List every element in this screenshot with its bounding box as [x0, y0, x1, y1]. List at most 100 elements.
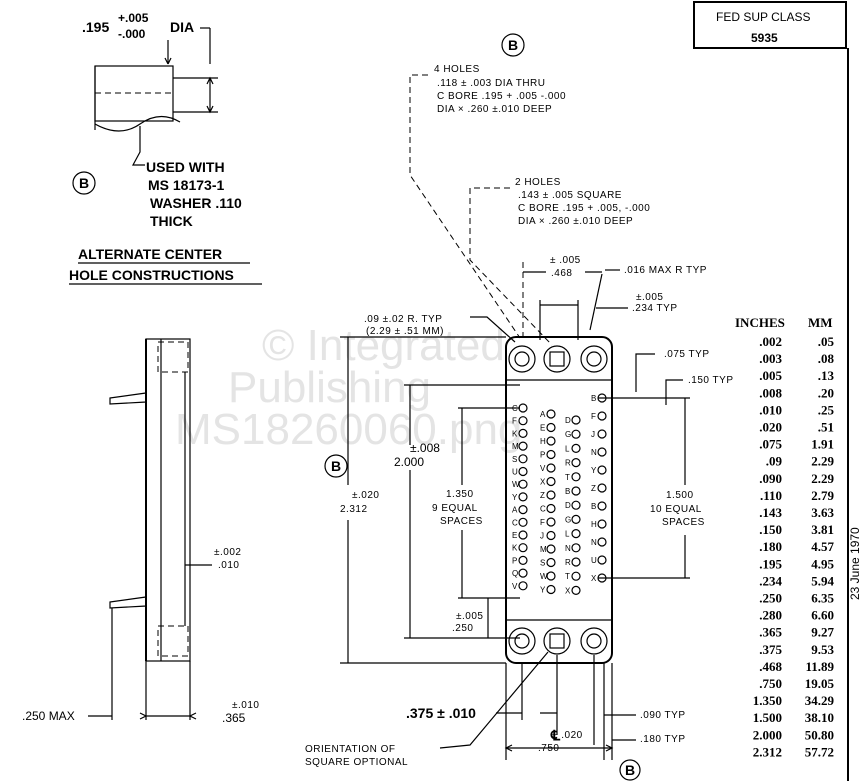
conversion-table: INCHES MM .002.05.003.08.005.13.008.20.0… [735, 315, 835, 759]
alt-hole-detail: .195 +.005 -.000 DIA B USED WITH MS 1817… [69, 11, 262, 285]
left-dimensions: 1.350 9 EQUAL SPACES ±.008 2.000 B ±.020… [324, 336, 520, 664]
conv-mm-3: .20 [818, 385, 834, 400]
pin-left-8 [518, 505, 528, 515]
pin-label-mid2-6: D [565, 501, 571, 510]
pin-label-mid-10: M [540, 545, 547, 554]
pin-label-mid2-2: L [565, 444, 570, 453]
pin-label-mid-11: S [540, 559, 545, 568]
pin-label-left-10: E [512, 531, 517, 540]
two-holes-2: .143 ± .005 SQUARE [518, 190, 622, 201]
conv-mm-23: 50.80 [805, 727, 834, 742]
conv-inches-2: .005 [759, 368, 782, 383]
dim-1350-a: 9 EQUAL [432, 503, 478, 514]
alt-tol-minus: -.000 [118, 27, 146, 41]
pin-label-right-9: U [591, 556, 597, 565]
side-365: .365 [222, 711, 246, 725]
conv-header-mm: MM [808, 315, 833, 330]
bottom-marker: B [625, 762, 635, 778]
pin-label-mid2-7: G [565, 515, 571, 524]
pin-label-mid-9: J [540, 532, 544, 541]
pin-label-mid-0: A [540, 410, 546, 419]
pin-label-left-13: Q [512, 569, 518, 578]
alt-note-4: THICK [150, 213, 193, 229]
pin-label-left-3: M [512, 442, 519, 451]
pin-right-6 [597, 501, 607, 511]
dim-2312: 2.312 [340, 504, 368, 515]
left-marker: B [331, 458, 341, 474]
pin-mid-5 [546, 476, 556, 487]
pin-mid2-9 [571, 543, 581, 553]
conv-inches-8: .090 [759, 471, 782, 486]
alt-marker-circle [72, 171, 96, 195]
dim-750: .750 [538, 743, 559, 754]
conv-inches-1: .003 [759, 351, 782, 366]
pin-label-right-10: X [591, 574, 597, 583]
conv-mm-18: 9.53 [811, 642, 834, 657]
dim-2000: 2.000 [394, 455, 424, 469]
pin-mid-12 [546, 571, 556, 581]
conv-inches-6: .075 [759, 437, 782, 452]
bottom-hole-left [508, 627, 536, 655]
pin-label-mid2-3: R [565, 459, 571, 468]
conv-inches-11: .150 [759, 522, 782, 537]
pin-left-1 [518, 416, 528, 426]
conv-inches-24: 2.312 [753, 744, 782, 759]
conv-inches-4: .010 [759, 402, 782, 417]
pin-right-3 [597, 447, 607, 457]
pin-mid2-10 [571, 557, 581, 567]
pin-label-mid-8: F [540, 518, 545, 527]
bottom-marker-circle [619, 759, 641, 781]
dim-468-tol: ± .005 [550, 255, 581, 266]
orient-2: SQUARE OPTIONAL [305, 757, 408, 768]
pin-label-right-7: H [591, 520, 597, 529]
conv-mm-8: 2.29 [811, 471, 834, 486]
watermark-line2: Publishing [228, 363, 431, 412]
two-holes-4: DIA × .260 ±.010 DEEP [518, 216, 633, 227]
pin-label-right-2: J [591, 430, 595, 439]
pin-right-7 [597, 519, 607, 529]
dim-234: .234 TYP [632, 303, 678, 314]
pin-left-2 [518, 428, 528, 438]
pin-mid-1 [546, 422, 556, 433]
pin-left-4 [518, 454, 528, 464]
conv-mm-21: 34.29 [805, 693, 835, 708]
two-holes-1: 2 HOLES [515, 177, 561, 188]
top-marker: B [508, 37, 518, 53]
four-holes-3: C BORE .195 + .005 -.000 [437, 91, 566, 102]
pin-label-mid-13: Y [540, 586, 546, 595]
connector-front-view: CFKMSUWYACEKPQVAEHPVXZCFJMSWYDGLRTBDGLNR… [505, 336, 613, 664]
pin-label-left-5: U [512, 468, 518, 477]
conv-mm-4: .25 [818, 402, 835, 417]
pin-mid2-1 [571, 429, 581, 439]
conv-inches-10: .143 [759, 505, 782, 520]
bottom-hole-right [580, 627, 608, 655]
pin-label-left-6: W [512, 480, 520, 489]
conv-mm-17: 9.27 [811, 625, 834, 640]
pin-label-left-8: A [512, 506, 518, 515]
conv-mm-14: 5.94 [811, 573, 834, 588]
side-365-tol: ±.010 [232, 700, 259, 711]
dim-1500: 1.500 [666, 490, 694, 501]
pin-label-left-4: S [512, 455, 517, 464]
conv-inches-0: .002 [759, 334, 782, 349]
dim-r09: .09 ±.02 R. TYP [364, 314, 442, 325]
pin-mid-7 [546, 503, 556, 514]
bottom-dimensions: .375 ± .010 ℄ .090 TYP .180 TYP ± .020 .… [305, 651, 685, 781]
pin-label-left-14: V [512, 582, 518, 591]
dim-250: .250 [452, 623, 473, 634]
pin-label-mid2-1: G [565, 430, 571, 439]
dim-750-tol: ± .020 [552, 730, 583, 741]
pin-mid2-7 [571, 514, 581, 525]
title-block: FED SUP CLASS 5935 [693, 1, 847, 49]
dim-2312-tol: ±.020 [352, 490, 379, 501]
pin-label-left-11: K [512, 544, 518, 553]
pin-label-mid2-5: B [565, 487, 570, 496]
pin-mid2-5 [571, 486, 581, 496]
four-holes-2: .118 ± .003 DIA THRU [437, 78, 546, 89]
pin-label-left-9: C [512, 518, 518, 527]
pin-mid2-11 [571, 571, 581, 581]
pin-label-mid2-8: L [565, 530, 570, 539]
conv-mm-11: 3.81 [811, 522, 834, 537]
conv-mm-13: 4.95 [811, 556, 834, 571]
pin-left-10 [518, 530, 528, 540]
